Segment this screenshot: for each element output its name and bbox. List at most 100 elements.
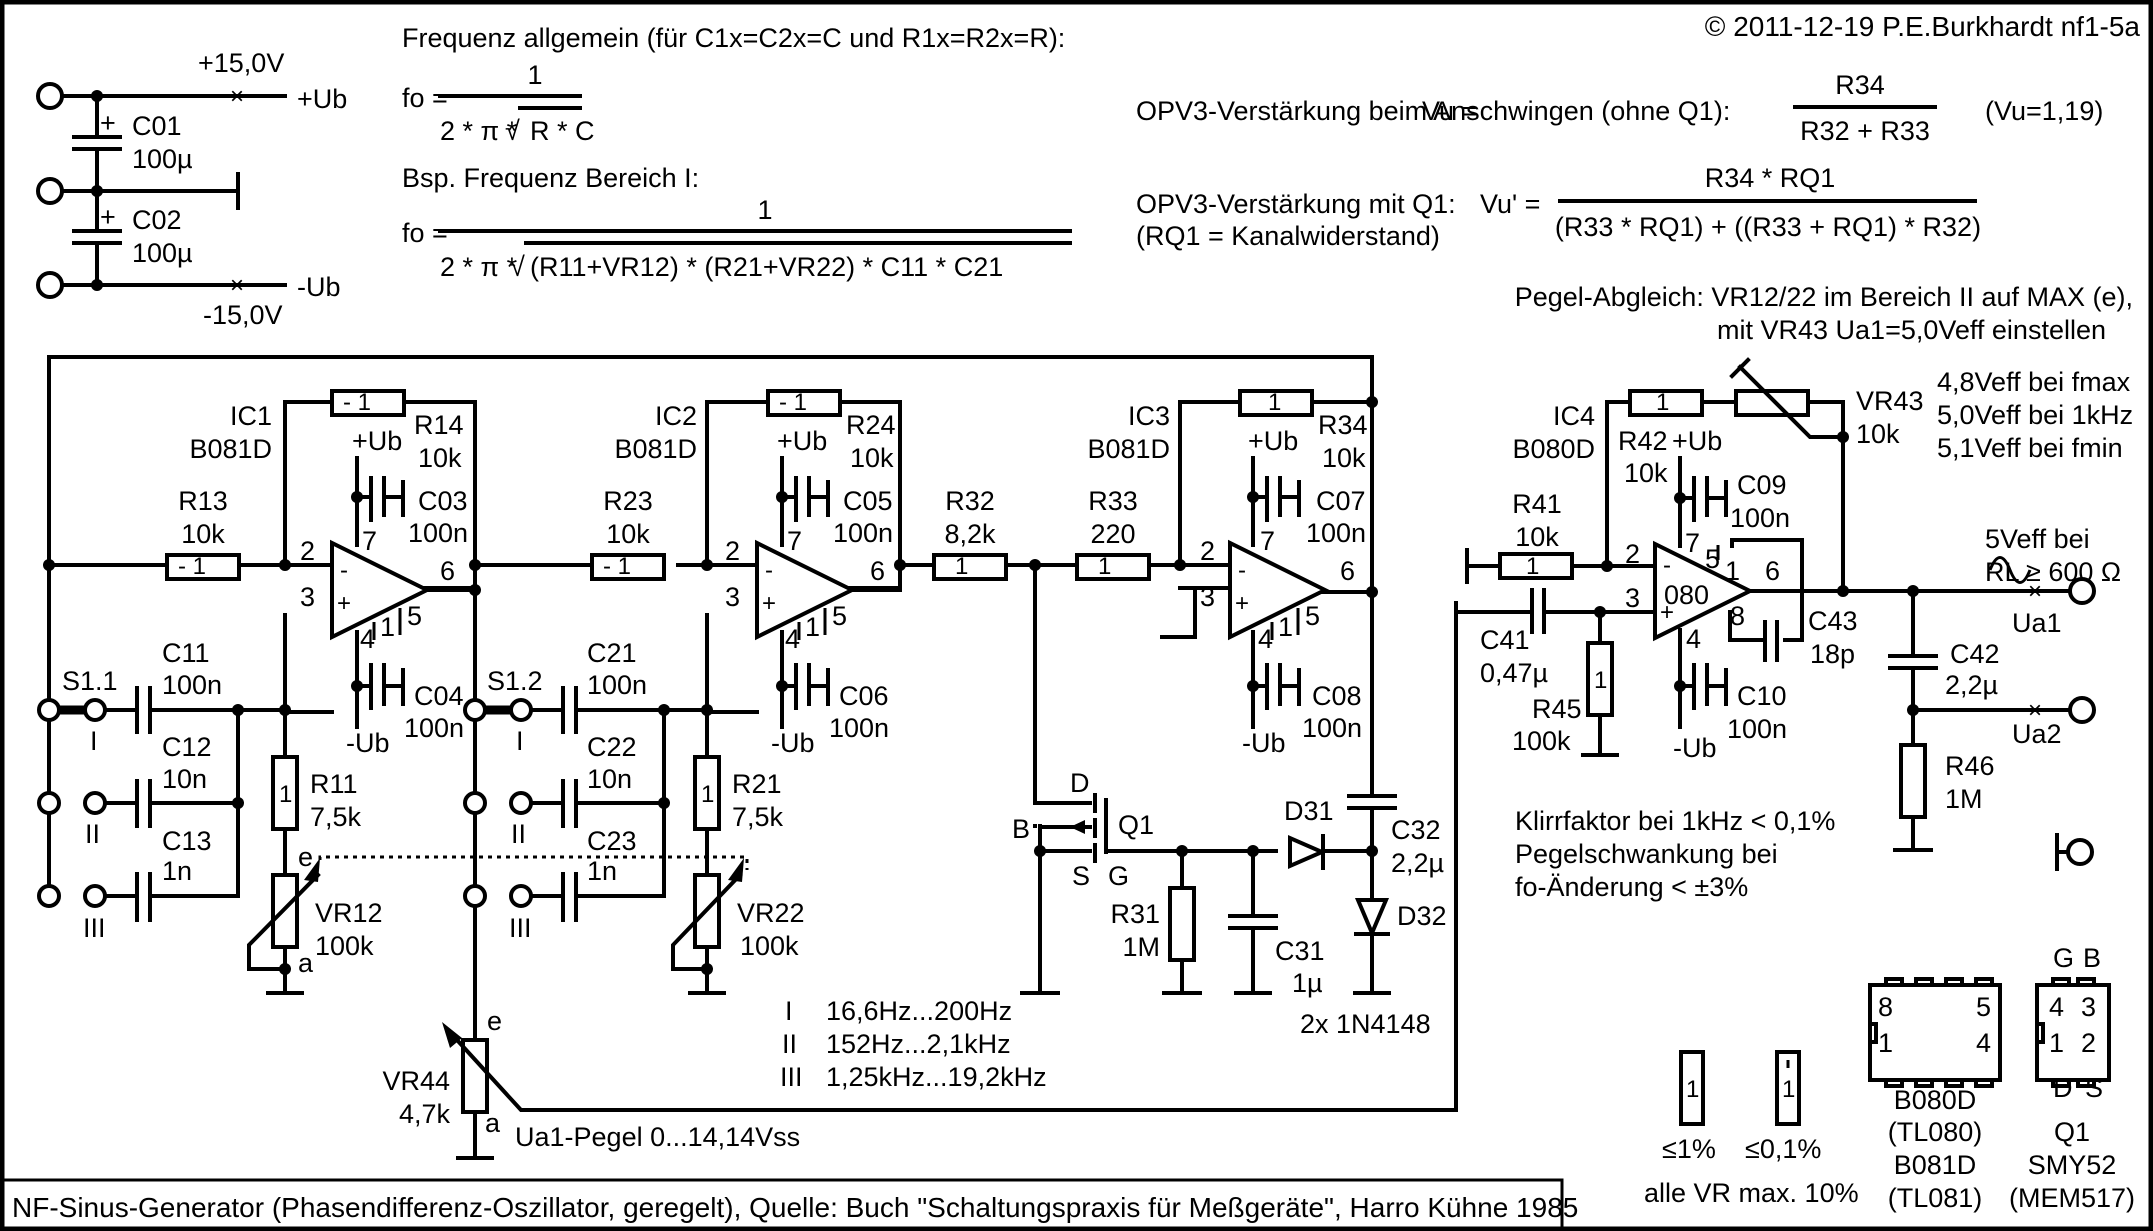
formula-example: Bsp. Frequenz Bereich I: fo = 1 2 * π * … (402, 163, 1072, 282)
formula-vu: OPV3-Verstärkung beim Anschwingen (ohne … (1136, 70, 2103, 146)
c03-value: 100n (408, 518, 468, 548)
pin-label: 8 (1730, 601, 1745, 631)
c23-name: C23 (587, 826, 637, 856)
spec-fo-change: fo-Änderung < ±3% (1515, 872, 1748, 902)
output-ground-terminal[interactable] (2066, 838, 2094, 866)
output-note-line2: RL ≥ 600 Ω (1985, 557, 2121, 587)
c09-value: 100n (1730, 503, 1790, 533)
terminal-plus[interactable] (36, 82, 64, 110)
formula-general-den-root: R * C (530, 116, 595, 146)
ic2-plus-ub: +Ub (777, 426, 827, 456)
pin-label: 8 (1878, 992, 1893, 1022)
output-note-line1: 5Veff bei (1985, 524, 2090, 554)
pin-label: 2 (300, 536, 315, 566)
switch-s1-2[interactable]: S1.2 I II III C21 100n C22 10n C23 1n (463, 588, 713, 1042)
range-freq: 16,6Hz...200Hz (826, 996, 1012, 1026)
c41-name: C41 (1480, 625, 1530, 655)
vr12-name: VR12 (315, 898, 383, 928)
diodes-type: 2x 1N4148 (1300, 1009, 1431, 1039)
pin-label: 7 (362, 526, 377, 556)
c43-value: 18p (1810, 639, 1855, 669)
range-label: III (780, 1062, 803, 1092)
output-ua2-label: Ua2 (2012, 719, 2062, 749)
c03-name: C03 (418, 486, 468, 516)
opamp-ic4 (1653, 540, 1755, 642)
c01-polarity: + (100, 108, 116, 138)
c04-value: 100n (404, 713, 464, 743)
svg-text:1: 1 (1098, 553, 1111, 580)
r14-value: 10k (418, 443, 462, 473)
r34-name: R34 (1318, 410, 1368, 440)
vr44-end-a: a (485, 1108, 501, 1138)
resistor-r31 (1168, 886, 1196, 962)
plus-ub-label: +Ub (297, 84, 347, 114)
ic4-minus-ub: -Ub (1673, 733, 1717, 763)
svg-text:- 1: - 1 (343, 389, 371, 416)
c08-value: 100n (1302, 713, 1362, 743)
spec-level-var: Pegelschwankung bei (1515, 839, 1778, 869)
q1pkg-pin-name: D (2053, 1073, 2073, 1103)
dip8-package (1868, 983, 2002, 1082)
terminal-gnd[interactable] (36, 177, 64, 205)
svg-text:-: - (1663, 552, 1671, 579)
potentiometer-vr43[interactable] (1734, 389, 1810, 417)
terminal-minus[interactable] (36, 271, 64, 299)
svg-text:-: - (1238, 557, 1246, 584)
c07-name: C07 (1316, 486, 1366, 516)
pin-label: 6 (870, 556, 885, 586)
copyright-text: © 2011-12-19 P.E.Burkhardt nf1-5a (1705, 11, 2141, 42)
c11-name: C11 (162, 638, 210, 668)
d31-name: D31 (1284, 796, 1334, 826)
stage1-ic1: - + IC1 B081D 2 3 6 7 4 1 5 +Ub -Ub C03 … (43, 389, 481, 758)
ic4-label: IC4 (1553, 401, 1595, 431)
formula-example-title: Bsp. Frequenz Bereich I: (402, 163, 699, 193)
dip8-name: (TL080) (1888, 1117, 1983, 1147)
range-label: II (782, 1029, 797, 1059)
c31-value: 1µ (1292, 968, 1323, 998)
vr-tolerance-note: alle VR max. 10% (1644, 1178, 1859, 1208)
ic3-type: B081D (1087, 434, 1170, 464)
output-ua2-terminal[interactable] (2068, 696, 2096, 724)
dip8-name: B081D (1894, 1150, 1977, 1180)
pin-label: 4 (360, 624, 375, 654)
vr44-value: 4,7k (399, 1099, 451, 1129)
output-ua1-terminal[interactable] (2068, 577, 2096, 605)
svg-text:1: 1 (1656, 389, 1669, 416)
c02-name: C02 (132, 205, 182, 235)
switch-s1-1[interactable]: S1.1 I II III C11 100n C12 10n C13 1n (37, 638, 291, 943)
formula-vu-den: R32 + R33 (1800, 116, 1930, 146)
range-freq: 1,25kHz...19,2kHz (826, 1062, 1047, 1092)
c41-value: 0,47µ (1480, 658, 1548, 688)
power-supply: × × +15,0V +Ub -Ub -15,0V + C01 100µ + C… (36, 48, 347, 330)
pin-label: 3 (725, 582, 740, 612)
pin-label: 3 (2081, 992, 2096, 1022)
ic2-label: IC2 (655, 401, 697, 431)
ic1-minus-ub: -Ub (346, 728, 390, 758)
ic4-type: B080D (1512, 434, 1595, 464)
r41-value: 10k (1515, 522, 1559, 552)
r42-name: R42 (1618, 426, 1668, 456)
vr44-end-e: e (487, 1006, 502, 1036)
c07-value: 100n (1306, 518, 1366, 548)
vr43-name: VR43 (1856, 386, 1924, 416)
pin-label: 4 (1258, 624, 1273, 654)
q1-label: Q1 (1118, 810, 1154, 840)
wiring (47, 355, 1374, 882)
q1pkg-pin-name: B (2083, 943, 2101, 973)
q1-pin-d: D (1070, 768, 1090, 798)
pin-label: 4 (1686, 624, 1701, 654)
pin-label: 4 (785, 624, 800, 654)
c01-value: 100µ (132, 144, 193, 174)
svg-text:-: - (340, 557, 348, 584)
calibration-level-fmin: 5,1Veff bei fmin (1937, 433, 2123, 463)
sqrt-icon: √ (505, 116, 520, 146)
resistor-r46 (1899, 743, 1927, 819)
gang-link (318, 855, 749, 870)
dip8-name: (TL081) (1888, 1183, 1983, 1213)
svg-text:+: + (762, 590, 776, 617)
svg-text:- 1: - 1 (178, 553, 206, 580)
pin-label: 4 (2049, 992, 2064, 1022)
r21-vr22: 1 R21 7,5k VR22 100k (671, 708, 805, 995)
c43-name: C43 (1808, 606, 1858, 636)
